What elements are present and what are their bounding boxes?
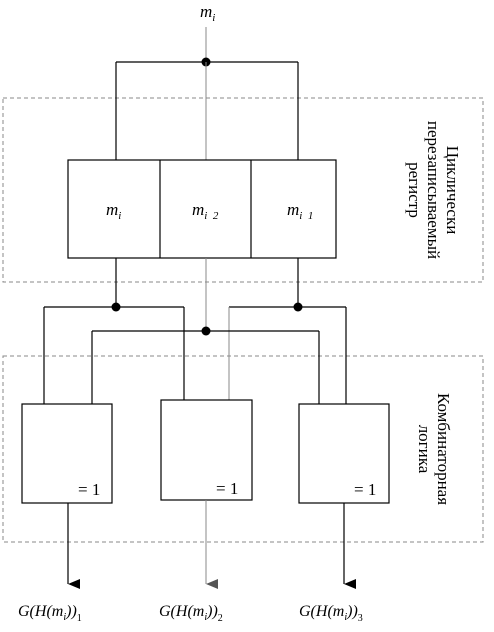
output-label-1: G(H(mi))1 — [18, 603, 82, 624]
svg-text:регистр: регистр — [405, 162, 424, 218]
logic-section-label: Комбинаторная логика — [415, 393, 453, 505]
svg-text:Циклически: Циклически — [443, 146, 462, 235]
register-block — [67, 159, 337, 259]
register-cell-3-label: mi 1 — [287, 200, 313, 222]
register-section-frame — [2, 97, 484, 283]
xor-gate-2 — [160, 399, 253, 501]
svg-text:перезаписываемый: перезаписываемый — [424, 121, 443, 259]
svg-text:логика: логика — [415, 425, 434, 474]
xor-gate-3 — [298, 403, 390, 504]
svg-text:Комбинаторная: Комбинаторная — [434, 393, 453, 505]
output-label-3: G(H(mi))3 — [299, 603, 363, 624]
logic-section-frame — [2, 355, 484, 543]
output-label-2: G(H(mi))2 — [159, 603, 223, 624]
gate-3-label: = 1 — [354, 480, 376, 499]
register-section-label: Циклически перезаписываемый регистр — [405, 121, 462, 259]
gate-1-label: = 1 — [78, 480, 100, 499]
xor-gate-1 — [21, 403, 113, 504]
input-label: mi — [200, 2, 215, 24]
register-cell-1-label: mi — [106, 200, 121, 222]
register-cell-2-label: mi 2 — [192, 200, 219, 222]
gate-2-label: = 1 — [216, 479, 238, 498]
